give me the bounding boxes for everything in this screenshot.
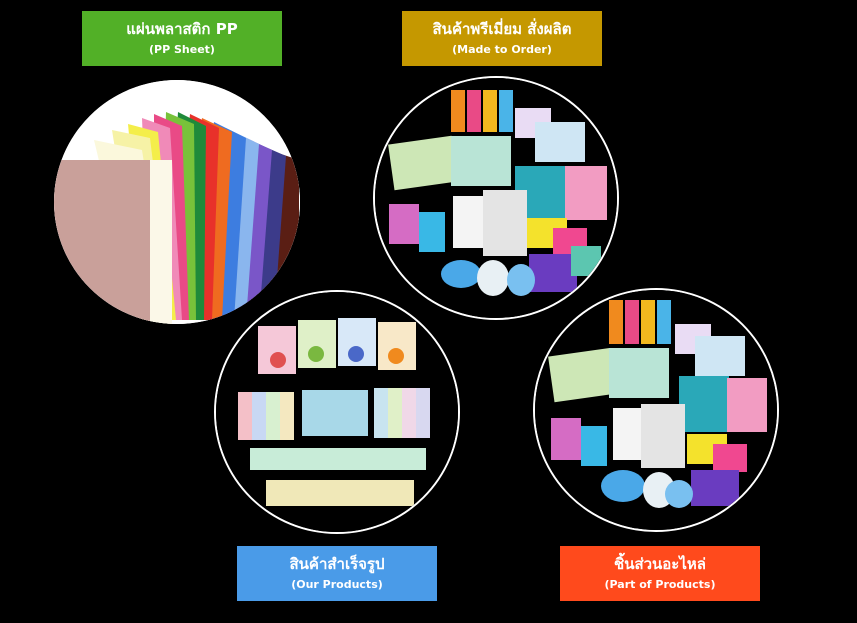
- part-of-products-subtitle: (Part of Products): [604, 578, 716, 591]
- pp-sheet-button[interactable]: แผ่นพลาสติก PP (PP Sheet): [82, 11, 282, 66]
- pp-sheet-title: แผ่นพลาสติก PP: [126, 20, 238, 38]
- made-to-order-button[interactable]: สินค้าพรีเมี่ยม สั่งผลิต (Made to Order): [402, 11, 602, 66]
- pp-sheet-subtitle: (PP Sheet): [149, 43, 215, 56]
- part-of-products-title: ชิ้นส่วนอะไหล่: [614, 555, 706, 573]
- made-to-order-subtitle: (Made to Order): [452, 43, 552, 56]
- pp-sheet-image[interactable]: [54, 80, 300, 324]
- our-products-subtitle: (Our Products): [291, 578, 383, 591]
- part-of-products-image[interactable]: [533, 288, 779, 532]
- our-products-button[interactable]: สินค้าสำเร็จรูป (Our Products): [237, 546, 437, 601]
- our-products-title: สินค้าสำเร็จรูป: [289, 555, 385, 573]
- made-to-order-image[interactable]: [373, 76, 619, 320]
- made-to-order-title: สินค้าพรีเมี่ยม สั่งผลิต: [432, 20, 572, 38]
- our-products-image[interactable]: [214, 290, 460, 534]
- part-of-products-button[interactable]: ชิ้นส่วนอะไหล่ (Part of Products): [560, 546, 760, 601]
